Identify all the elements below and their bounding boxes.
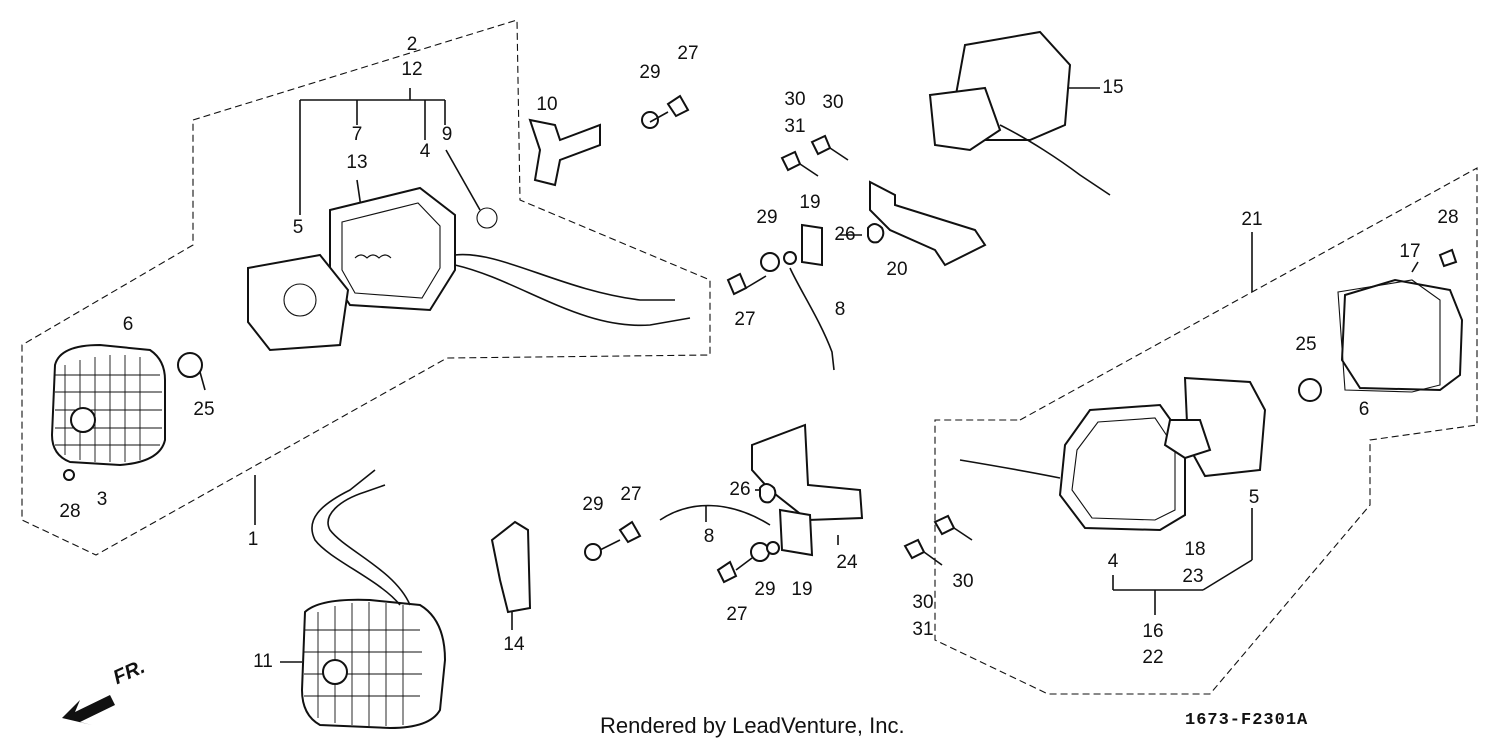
callout-6b: 6: [1359, 399, 1370, 420]
callout-16: 16: [1142, 621, 1163, 642]
callout-20: 20: [886, 259, 907, 280]
callout-25a: 25: [193, 399, 214, 420]
callout-21: 21: [1241, 209, 1262, 230]
rear-right-group-outline: [934, 167, 1478, 695]
callout-30a: 30: [784, 89, 805, 110]
front-direction-arrow-icon: [62, 695, 115, 725]
callout-labels: 2127491356253281102927303130152919262027…: [59, 34, 1458, 672]
callout-9: 9: [442, 124, 453, 145]
upper-brackets-and-hardware: [528, 94, 987, 371]
callout-5b: 5: [1249, 487, 1260, 508]
callout-30d: 30: [952, 571, 973, 592]
callout-19a: 19: [799, 192, 820, 213]
callout-29c: 29: [582, 494, 603, 515]
lower-brackets-and-hardware: [584, 423, 973, 584]
callout-4a: 4: [420, 141, 431, 162]
callout-10: 10: [536, 94, 557, 115]
footer-credit: Rendered by LeadVenture, Inc.: [600, 713, 905, 738]
callout-1: 1: [248, 529, 259, 550]
callout-22: 22: [1142, 647, 1163, 668]
callout-6a: 6: [123, 314, 134, 335]
callout-31a: 31: [784, 116, 805, 137]
front-left-turn-signal: [247, 186, 691, 352]
callout-15: 15: [1102, 77, 1123, 98]
callout-29d: 29: [754, 579, 775, 600]
callout-5a: 5: [293, 217, 304, 238]
callout-14: 14: [503, 634, 525, 655]
callout-27c: 27: [620, 484, 641, 505]
callout-26a: 26: [834, 224, 855, 245]
callout-8a: 8: [835, 299, 846, 320]
callout-17: 17: [1399, 241, 1420, 262]
front-right-turn-signal: [300, 469, 532, 730]
diagram-code: 1673-F2301A: [1185, 711, 1309, 730]
callout-19b: 19: [791, 579, 812, 600]
callout-29a: 29: [639, 62, 660, 83]
callout-30b: 30: [822, 92, 843, 113]
callout-8b: 8: [704, 526, 715, 547]
callout-31b: 31: [912, 619, 933, 640]
callout-13: 13: [346, 152, 367, 173]
callout-27a: 27: [677, 43, 698, 64]
callout-28a: 28: [59, 501, 80, 522]
callout-4b: 4: [1108, 551, 1119, 572]
callout-28b: 28: [1437, 207, 1458, 228]
front-left-group-outline: [21, 19, 711, 556]
callout-23: 23: [1182, 566, 1203, 587]
callout-18: 18: [1184, 539, 1205, 560]
leader-lines: [254, 87, 1419, 663]
rear-right-turn-signal: [959, 248, 1464, 532]
callout-27b: 27: [734, 309, 755, 330]
front-lens: [50, 343, 206, 481]
callout-30c: 30: [912, 592, 933, 613]
callout-24: 24: [836, 552, 858, 573]
callout-29b: 29: [756, 207, 777, 228]
callout-27d: 27: [726, 604, 747, 625]
callout-7: 7: [352, 124, 363, 145]
callout-11: 11: [253, 651, 273, 672]
callout-25b: 25: [1295, 334, 1316, 355]
callout-26b: 26: [729, 479, 750, 500]
callout-3: 3: [97, 489, 108, 510]
rear-lamp: [928, 30, 1111, 196]
callout-12: 12: [401, 59, 422, 80]
callout-2: 2: [407, 34, 418, 55]
